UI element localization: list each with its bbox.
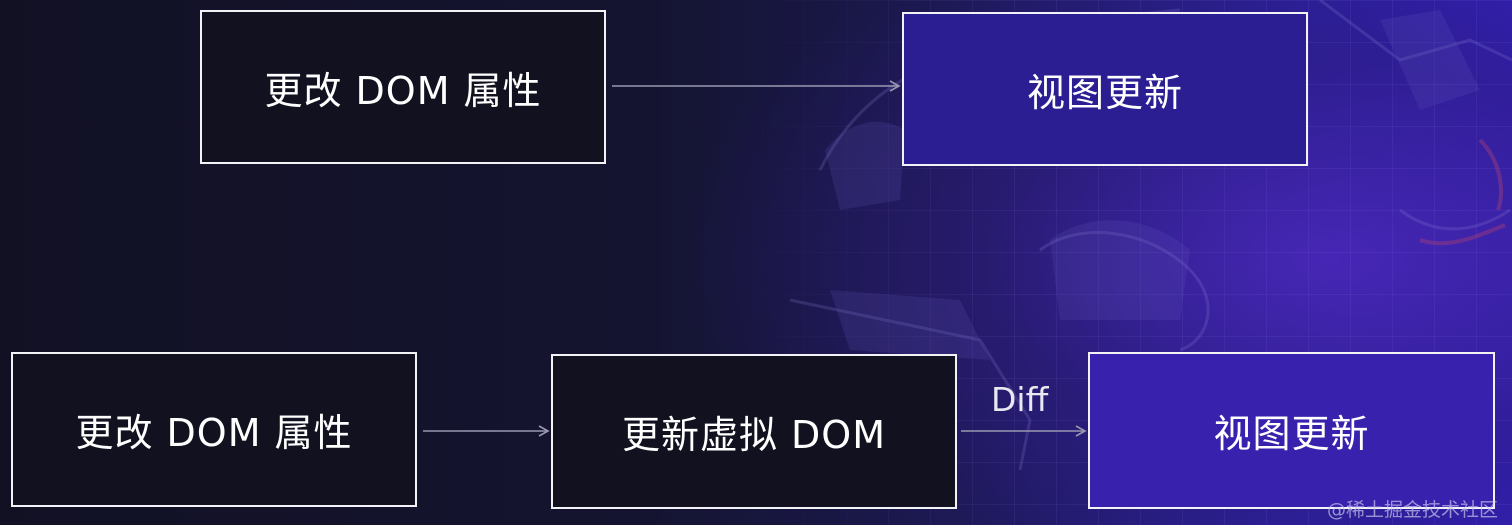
node-label: 更新虚拟 DOM [621,413,887,457]
node-label: 更改 DOM 属性 [264,68,542,113]
diff-edge-label: Diff [991,380,1049,419]
node-view-update-bottom: 视图更新 [1088,352,1495,509]
node-label: 视图更新 [1213,412,1370,456]
node-label: 视图更新 [1026,70,1183,115]
node-update-virtual-dom: 更新虚拟 DOM [551,354,957,509]
node-change-dom-attr-top: 更改 DOM 属性 [200,10,606,164]
watermark: @稀土掘金技术社区 [1326,499,1498,521]
node-label: 更改 DOM 属性 [75,411,353,455]
node-view-update-top: 视图更新 [902,12,1308,166]
node-change-dom-attr-bottom: 更改 DOM 属性 [11,352,417,507]
